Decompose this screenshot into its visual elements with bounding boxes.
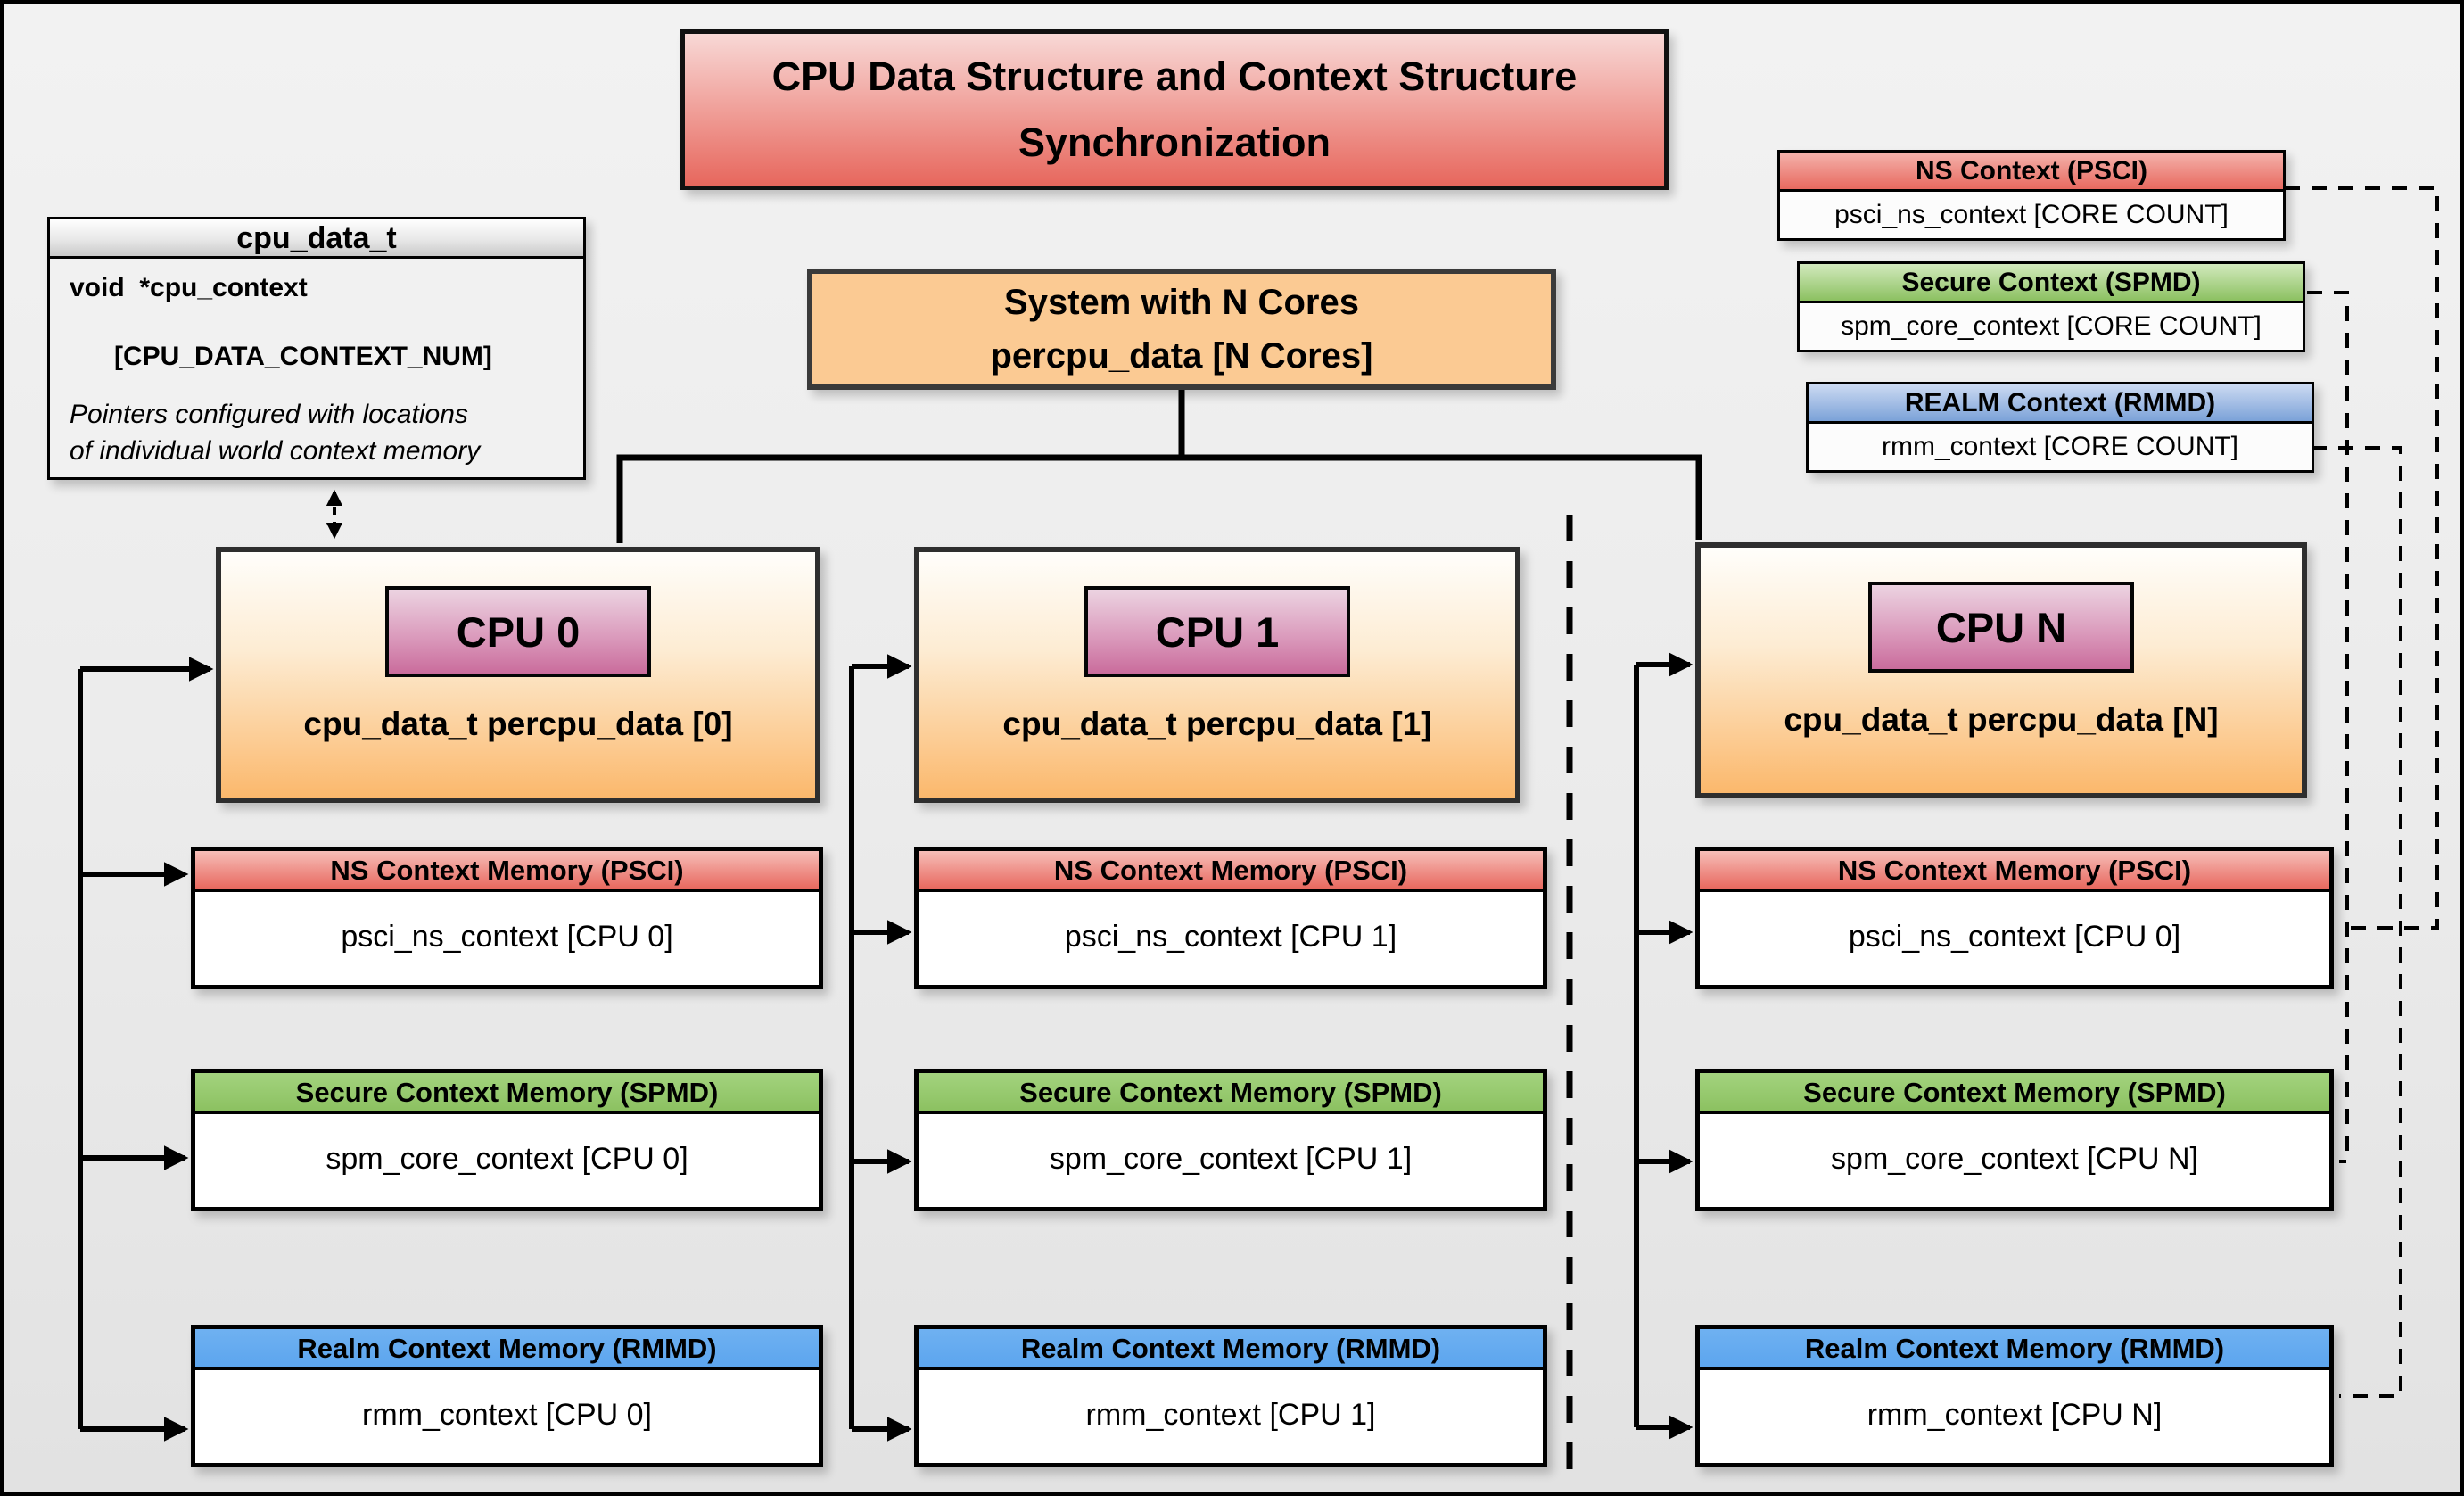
cpu1-secure-context-memory: Secure Context Memory (SPMD) spm_core_co… xyxy=(914,1069,1547,1211)
cpu-data-t-header: cpu_data_t xyxy=(50,219,583,259)
cpun-ns-header: NS Context Memory (PSCI) xyxy=(1700,851,2329,892)
cpu1-box: CPU 1 cpu_data_t percpu_data [1] xyxy=(914,547,1520,803)
cpu-data-t-struct-box: cpu_data_t void *cpu_context [CPU_DATA_C… xyxy=(47,217,586,480)
system-n-cores-box: System with N Cores percpu_data [N Cores… xyxy=(807,269,1556,390)
system-bus-connector xyxy=(616,390,1702,543)
diagram-title: CPU Data Structure and Context Structure… xyxy=(680,29,1669,190)
legend-ns-body: psci_ns_context [CORE COUNT] xyxy=(1780,192,2283,238)
ns-legend-link xyxy=(2285,186,2439,930)
diagram-title-line1: CPU Data Structure and Context Structure xyxy=(771,53,1578,99)
cpu1-secure-body: spm_core_context [CPU 1] xyxy=(919,1114,1543,1203)
cpu0-secure-header: Secure Context Memory (SPMD) xyxy=(195,1073,819,1114)
cpu-data-t-field-line1: void *cpu_context xyxy=(70,273,308,302)
cpu0-ns-body: psci_ns_context [CPU 0] xyxy=(195,892,819,981)
cpu1-secure-header: Secure Context Memory (SPMD) xyxy=(919,1073,1543,1114)
cpu0-realm-body: rmm_context [CPU 0] xyxy=(195,1370,819,1459)
cpu1-percpu-data: cpu_data_t percpu_data [1] xyxy=(1002,706,1432,742)
legend-link-dashes xyxy=(2285,186,2439,1398)
cpu0-ns-context-memory: NS Context Memory (PSCI) psci_ns_context… xyxy=(191,847,823,989)
cpu1-realm-header: Realm Context Memory (RMMD) xyxy=(919,1329,1543,1370)
system-box-line2: percpu_data [N Cores] xyxy=(990,336,1373,376)
legend-realm-header: REALM Context (RMMD) xyxy=(1809,384,2312,424)
diagram-title-line2: Synchronization xyxy=(1018,120,1331,165)
cpun-label: CPU N xyxy=(1868,582,2134,673)
cpun-percpu-data: cpu_data_t percpu_data [N] xyxy=(1784,701,2219,738)
cpun-ns-body: psci_ns_context [CPU 0] xyxy=(1700,892,2329,981)
cpun-secure-context-memory: Secure Context Memory (SPMD) spm_core_co… xyxy=(1695,1069,2334,1211)
cpu0-label: CPU 0 xyxy=(385,586,651,677)
cpun-secure-header: Secure Context Memory (SPMD) xyxy=(1700,1073,2329,1114)
cpu1-realm-body: rmm_context [CPU 1] xyxy=(919,1370,1543,1459)
cpu1-label: CPU 1 xyxy=(1084,586,1350,677)
cpun-realm-context-memory: Realm Context Memory (RMMD) rmm_context … xyxy=(1695,1325,2334,1467)
cpun-pointer-arrows xyxy=(1634,652,1693,1440)
cpu0-ns-header: NS Context Memory (PSCI) xyxy=(195,851,819,892)
cpu0-realm-context-memory: Realm Context Memory (RMMD) rmm_context … xyxy=(191,1325,823,1467)
cpu0-realm-header: Realm Context Memory (RMMD) xyxy=(195,1329,819,1370)
cpu1-realm-context-memory: Realm Context Memory (RMMD) rmm_context … xyxy=(914,1325,1547,1467)
cpu0-box: CPU 0 cpu_data_t percpu_data [0] xyxy=(216,547,820,803)
cpu-data-t-note-line2: of individual world context memory xyxy=(70,435,481,466)
cpun-secure-body: spm_core_context [CPU N] xyxy=(1700,1114,2329,1203)
legend-secure-header: Secure Context (SPMD) xyxy=(1800,264,2303,303)
cpu0-pointer-arrows xyxy=(78,657,214,1442)
legend-realm-body: rmm_context [CORE COUNT] xyxy=(1809,424,2312,470)
cpun-realm-body: rmm_context [CPU N] xyxy=(1700,1370,2329,1459)
cpu1-ns-context-memory: NS Context Memory (PSCI) psci_ns_context… xyxy=(914,847,1547,989)
cpu1-ns-body: psci_ns_context [CPU 1] xyxy=(919,892,1543,981)
legend-ns-header: NS Context (PSCI) xyxy=(1780,153,2283,192)
cpu1-pointer-arrows xyxy=(849,654,912,1442)
cpu1-ns-header: NS Context Memory (PSCI) xyxy=(919,851,1543,892)
legend-realm-context: REALM Context (RMMD) rmm_context [CORE C… xyxy=(1806,382,2314,473)
cpu-data-t-field-line2: [CPU_DATA_CONTEXT_NUM] xyxy=(114,341,492,371)
legend-secure-body: spm_core_context [CORE COUNT] xyxy=(1800,303,2303,350)
cpu-data-t-note-line1: Pointers configured with locations xyxy=(70,400,468,430)
cpu0-secure-context-memory: Secure Context Memory (SPMD) spm_core_co… xyxy=(191,1069,823,1211)
cpu-data-t-note: Pointers configured with locations of in… xyxy=(50,374,583,469)
cpun-ns-context-memory: NS Context Memory (PSCI) psci_ns_context… xyxy=(1695,847,2334,989)
legend-ns-context: NS Context (PSCI) psci_ns_context [CORE … xyxy=(1777,150,2286,241)
cpu-data-t-field: void *cpu_context [CPU_DATA_CONTEXT_NUM] xyxy=(50,259,583,374)
system-box-line1: System with N Cores xyxy=(1004,283,1359,322)
cpun-realm-header: Realm Context Memory (RMMD) xyxy=(1700,1329,2329,1370)
cpun-box: CPU N cpu_data_t percpu_data [N] xyxy=(1695,542,2307,798)
cpu0-percpu-data: cpu_data_t percpu_data [0] xyxy=(303,706,733,742)
legend-secure-context: Secure Context (SPMD) spm_core_context [… xyxy=(1797,261,2305,352)
cpu0-secure-body: spm_core_context [CPU 0] xyxy=(195,1114,819,1203)
